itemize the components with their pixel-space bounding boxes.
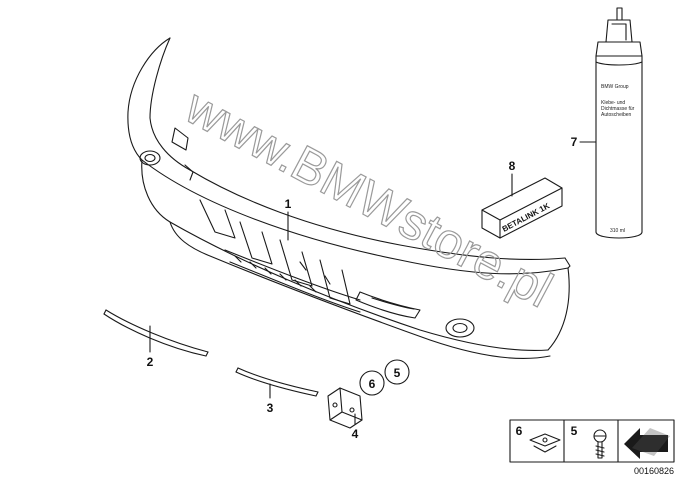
tube-volume: 310 ml [610,228,625,234]
watermark: www.BMWstore.pl [176,78,561,318]
tube-text-1: Klebe- und [601,100,625,106]
trim-strip-left[interactable] [103,309,209,357]
callout-5[interactable]: 5 [384,359,410,385]
adhesive-tube[interactable]: BMW Group Klebe- und Dichtmasse für Auto… [595,7,643,239]
tube-brand: BMW Group [601,84,629,90]
front-bumper[interactable] [127,37,571,359]
callout-6-label: 6 [369,377,376,391]
betalink-box[interactable]: BETALINK 1K [481,177,563,239]
part-labels: 1 2 3 4 7 8 [147,135,597,441]
tube-text-3: Autoscheiben [601,112,632,118]
tube-text-2: Dichtmasse für [601,106,635,112]
legend-6-label: 6 [516,424,523,438]
part-1-label: 1 [285,197,292,211]
legend-5-label: 5 [571,424,578,438]
callout-6[interactable]: 6 [359,370,385,396]
legend-item-6[interactable]: 6 [516,424,561,453]
trim-strip-right[interactable] [235,367,319,397]
direction-arrow-icon [624,428,670,459]
legend-item-5[interactable]: 5 [571,424,607,459]
part-4-label: 4 [352,427,359,441]
legend: 6 5 00160826 [509,419,675,476]
part-3-label: 3 [267,401,274,415]
part-7-label: 7 [571,135,578,149]
callout-5-label: 5 [394,366,401,380]
diagram-code: 00160826 [634,466,674,476]
part-2-label: 2 [147,355,154,369]
mounting-bracket[interactable] [327,387,363,429]
part-8-label: 8 [509,159,516,173]
